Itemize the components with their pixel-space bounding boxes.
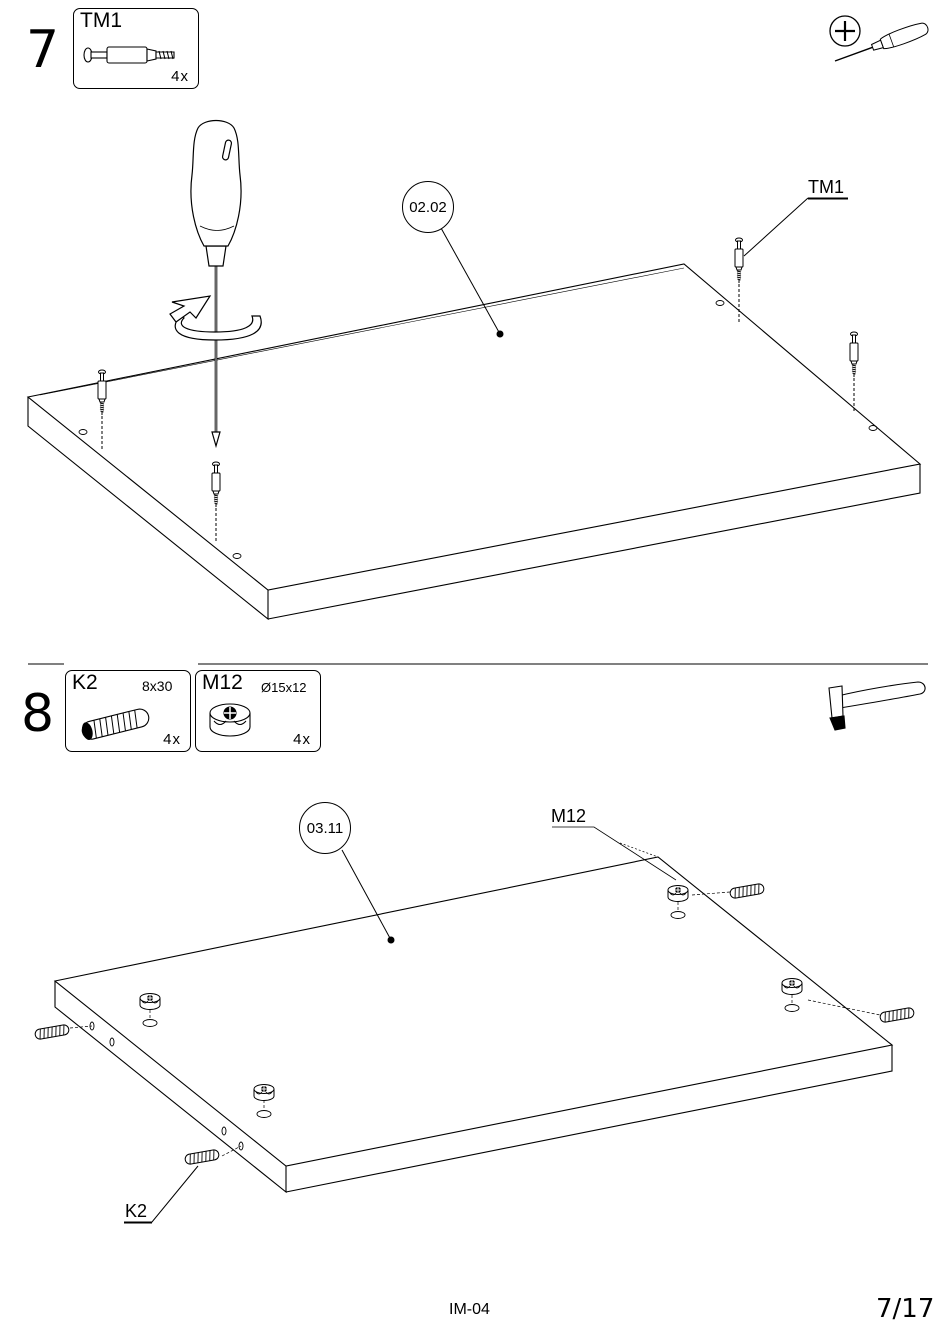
callout-panel-03-11: 03.11: [299, 802, 351, 854]
label-m12: M12: [551, 806, 586, 827]
part-box-m12: M12 Ø15x12 4x: [195, 670, 321, 752]
label-k2: K2: [125, 1201, 147, 1222]
step-8-number: 8: [21, 688, 54, 740]
step-7-number: 7: [26, 24, 59, 76]
document-code: IM-04: [449, 1301, 490, 1319]
label-tm1: TM1: [808, 177, 844, 198]
tool-screwdriver-plus-icon: [830, 16, 930, 68]
hammer-icon: [829, 682, 925, 730]
part-box-k2: K2 8x30 4x: [65, 670, 191, 752]
panel-03-11-drawing: [55, 857, 892, 1192]
panel-02-02-drawing: [28, 264, 920, 619]
part-box-tm1: TM1 4x: [73, 8, 199, 89]
tm1-leader: [744, 198, 848, 256]
part-quantity: 4x: [171, 68, 189, 85]
part-quantity: 4x: [293, 731, 311, 748]
page-number: 7/17: [876, 1294, 934, 1324]
callout-panel-02-02: 02.02: [402, 181, 454, 233]
part-quantity: 4x: [163, 731, 181, 748]
